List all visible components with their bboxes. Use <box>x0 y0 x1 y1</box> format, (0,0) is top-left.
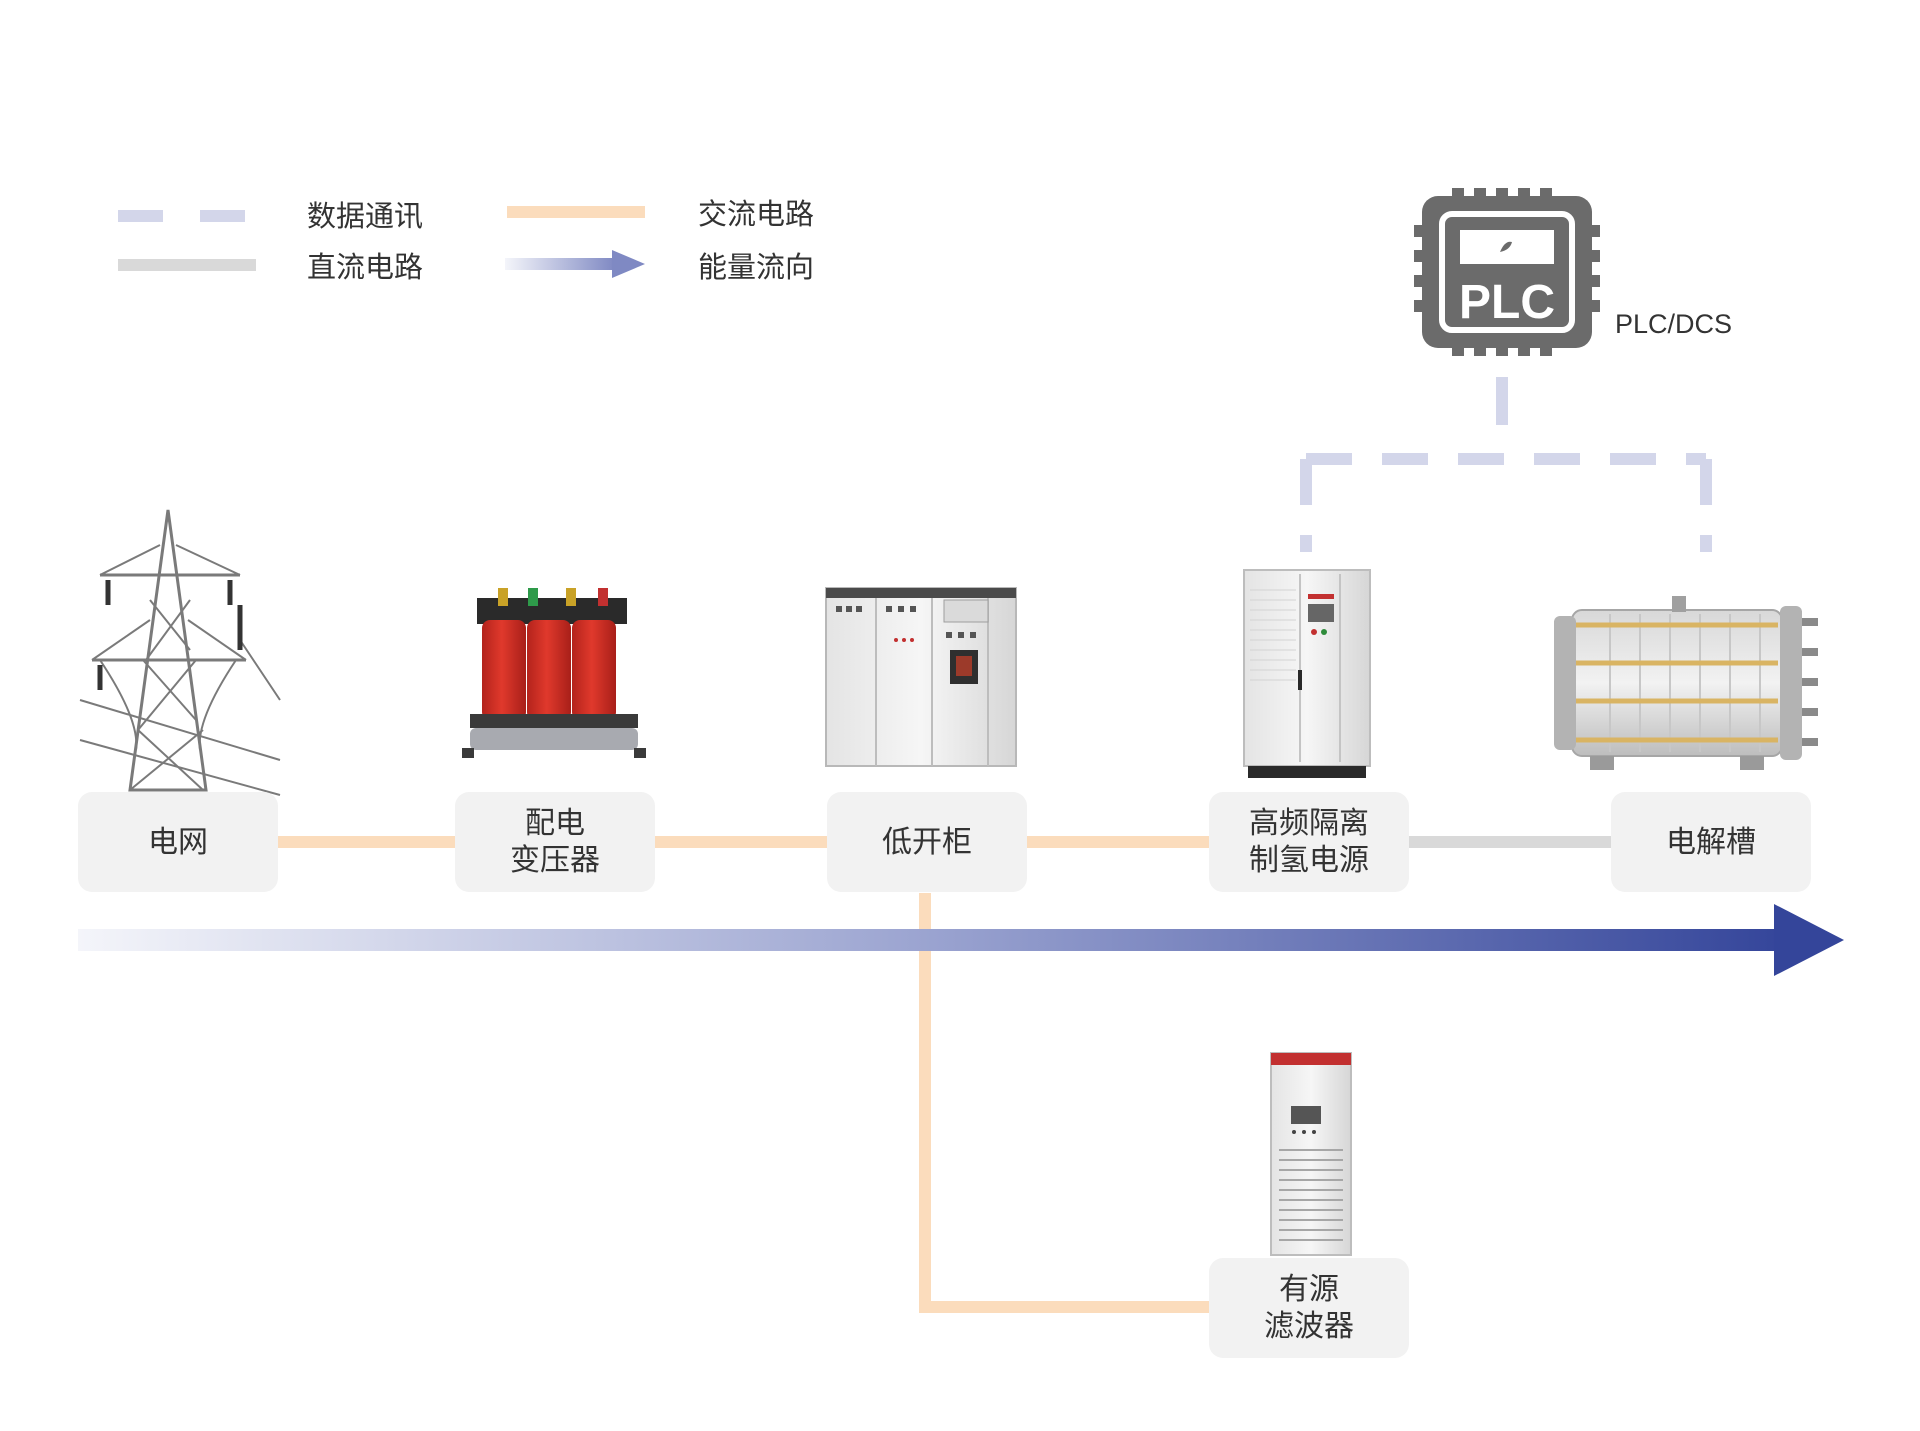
legend-data-comm-label: 数据通讯 <box>307 199 424 233</box>
power-supply-cabinet-icon <box>1243 569 1371 778</box>
transmission-tower-icon <box>79 509 281 796</box>
ac-circuit-lines <box>278 836 1209 1313</box>
node-transformer-label-2: 变压器 <box>510 843 600 878</box>
data-comm-bus <box>1300 377 1712 552</box>
energy-flow-arrow <box>78 904 1844 976</box>
plc-dcs-label: PLC/DCS <box>1615 309 1733 339</box>
plc-badge-text: PLC <box>1459 276 1555 329</box>
legend-energy-flow-arrow <box>505 250 645 278</box>
legend <box>118 206 645 278</box>
node-grid-label: 电网 <box>148 824 208 860</box>
node-grid: 电网 <box>78 792 278 892</box>
node-transformer-label-1: 配电 <box>525 806 585 841</box>
node-low-voltage-cabinet: 低开柜 <box>827 792 1027 892</box>
node-active-filter: 有源 滤波器 <box>1209 1258 1409 1358</box>
plc-chip-icon: PLC <box>1414 188 1600 356</box>
node-electrolyzer: 电解槽 <box>1611 792 1811 892</box>
legend-dc-circuit-label: 直流电路 <box>307 250 424 284</box>
node-transformer: 配电 变压器 <box>455 792 655 892</box>
switchgear-cabinet-icon <box>825 587 1017 767</box>
electrolyzer-icon <box>1554 596 1818 770</box>
node-active-filter-label-1: 有源 <box>1279 1272 1339 1307</box>
node-hf-power-supply-label-1: 高频隔离 <box>1249 806 1369 841</box>
filter-cabinet-icon <box>1270 1052 1352 1256</box>
node-hf-power-supply-label-2: 制氢电源 <box>1249 843 1369 878</box>
node-active-filter-label-2: 滤波器 <box>1264 1309 1354 1344</box>
node-low-voltage-cabinet-label: 低开柜 <box>882 824 972 860</box>
legend-energy-flow-label: 能量流向 <box>698 250 815 284</box>
node-electrolyzer-label: 电解槽 <box>1666 824 1756 860</box>
legend-ac-circuit-label: 交流电路 <box>698 197 815 231</box>
node-hf-power-supply: 高频隔离 制氢电源 <box>1209 792 1409 892</box>
dry-transformer-icon <box>462 588 646 758</box>
